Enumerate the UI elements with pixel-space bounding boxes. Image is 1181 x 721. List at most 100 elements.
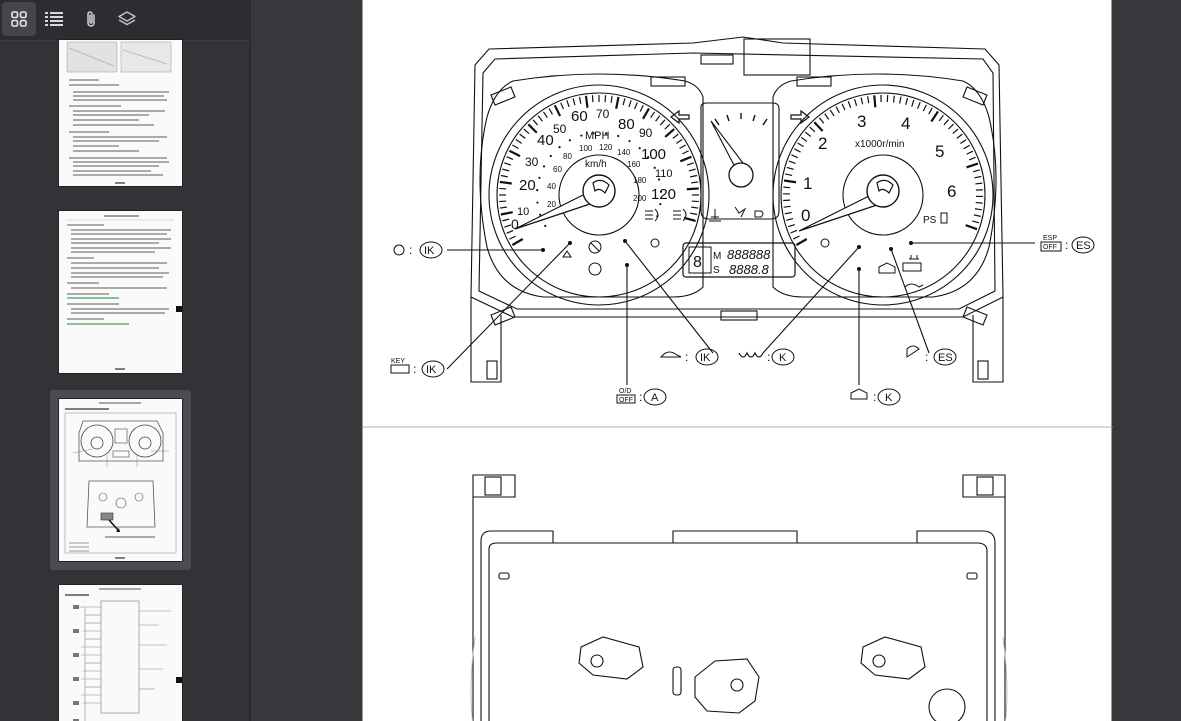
tach-tick-0: 0: [801, 206, 810, 225]
sidebar-toolbar: [0, 0, 249, 41]
kmh-unit: km/h: [585, 159, 607, 170]
kmh-dot: [647, 156, 650, 159]
kmh-dot: [568, 139, 571, 142]
layers-icon: [118, 11, 136, 26]
dial-tick: [659, 119, 666, 126]
document-view[interactable]: 10 20 30 40 50 60 70 80 90 100 110 120 0…: [276, 0, 1181, 721]
svg-text::: :: [413, 362, 416, 376]
dial-tick: [548, 108, 554, 115]
kmh-dot: [558, 146, 561, 149]
callout-esp-slip: : ES: [906, 345, 957, 366]
turn-signal-icons: [670, 109, 810, 125]
page-thumbnail-1[interactable]: [50, 40, 191, 196]
dial-tick: [938, 114, 944, 122]
dial-tick: [504, 224, 512, 228]
svg-text::: :: [873, 390, 876, 404]
kmh-dot: [617, 134, 620, 138]
dial-tick: [784, 211, 792, 215]
dial-tick: [794, 148, 801, 153]
dial-tick: [553, 104, 562, 117]
thumbnails-icon: [11, 11, 27, 27]
headlamp-icon: [754, 210, 764, 218]
mph-tick-40: 40: [537, 132, 554, 149]
dial-tick: [975, 182, 983, 185]
dial-tick: [584, 95, 589, 108]
sidebar-divider[interactable]: [249, 0, 251, 721]
odo-digits-top: 888888: [727, 247, 771, 262]
kmh-dot: [604, 132, 608, 135]
dial-tick: [974, 175, 982, 179]
kmh-dot: [544, 224, 547, 228]
dial-tick: [892, 95, 895, 103]
speed-zero: 0: [511, 216, 519, 232]
dial-tick: [506, 156, 514, 160]
dial-tick: [572, 98, 576, 106]
dial-tick: [952, 128, 959, 135]
dial-tick: [578, 96, 582, 104]
dial-tick: [911, 99, 915, 107]
mph-tick-100: 100: [641, 146, 666, 163]
kmh-dot: [536, 201, 539, 204]
dial-tick: [975, 201, 983, 204]
dial-tick: [787, 223, 795, 228]
dial-tick: [809, 126, 816, 133]
dial-tick: [800, 136, 808, 142]
dial-tick: [965, 224, 978, 231]
indicator-lamp-circle-right: [820, 238, 830, 248]
abs-icon: [588, 262, 602, 276]
dial-tick: [972, 169, 980, 173]
dial-tick: [682, 150, 689, 155]
dial-tick: [841, 103, 846, 111]
mph-tick-50: 50: [553, 122, 567, 136]
dial-tick: [527, 123, 538, 134]
thumbnail-page-image: [59, 40, 182, 186]
dial-tick: [824, 113, 830, 120]
page-thumbnail-3[interactable]: [50, 390, 191, 570]
page-thumbnail-2[interactable]: [50, 202, 191, 382]
dial-tick: [560, 102, 564, 110]
dial-tick: [679, 144, 686, 150]
dial-tick: [899, 96, 902, 104]
dial-tick: [972, 220, 980, 224]
dial-tick: [783, 179, 797, 184]
callout-labels: : IK KEY : IK O/D OFF : A: [390, 235, 1095, 406]
dial-tick: [930, 110, 939, 123]
page-thumbnail-4[interactable]: [50, 576, 191, 721]
dial-tick: [928, 107, 933, 115]
dial-tick: [664, 123, 671, 130]
dial-tick: [786, 217, 794, 221]
dial-tick: [783, 186, 791, 189]
dial-tick: [679, 155, 692, 163]
dial-tick: [847, 101, 852, 109]
dial-tick: [960, 139, 967, 144]
kmh-scale: 20 40 60 80 100 120 140 160 180 200: [547, 143, 647, 209]
dial-tick: [966, 162, 979, 169]
dial-tick: [537, 115, 543, 122]
callout-od-off: O/D OFF : A: [616, 388, 667, 406]
front-fog-icon: [645, 208, 659, 222]
dial-tick: [854, 98, 858, 107]
seatbelt-icon: [734, 206, 747, 218]
dial-tick: [963, 144, 971, 150]
dial-tick: [502, 218, 510, 222]
kmh-tick-80: 80: [563, 152, 572, 161]
dial-tick: [785, 173, 793, 176]
thumbnails-view-button[interactable]: [2, 2, 36, 36]
callout-glow: : K: [738, 348, 795, 366]
kmh-dot: [538, 176, 541, 180]
dial-tick: [835, 106, 840, 114]
tach-tick-5: 5: [935, 142, 944, 161]
kmh-tick-40: 40: [547, 182, 556, 191]
esp-label-top: ESP: [1043, 235, 1057, 242]
dial-tick: [690, 212, 698, 216]
coolant-temp-icon: [709, 209, 721, 222]
dial-tick: [788, 160, 796, 165]
kmh-tick-200: 200: [633, 194, 647, 203]
mph-tick-70: 70: [596, 107, 610, 121]
dial-tick: [634, 102, 638, 110]
attachments-view-button[interactable]: [74, 2, 108, 36]
layers-view-button[interactable]: [110, 2, 144, 36]
dial-tick: [499, 206, 507, 209]
outline-view-button[interactable]: [37, 2, 71, 36]
esp-label-bottom: OFF: [1043, 244, 1057, 251]
